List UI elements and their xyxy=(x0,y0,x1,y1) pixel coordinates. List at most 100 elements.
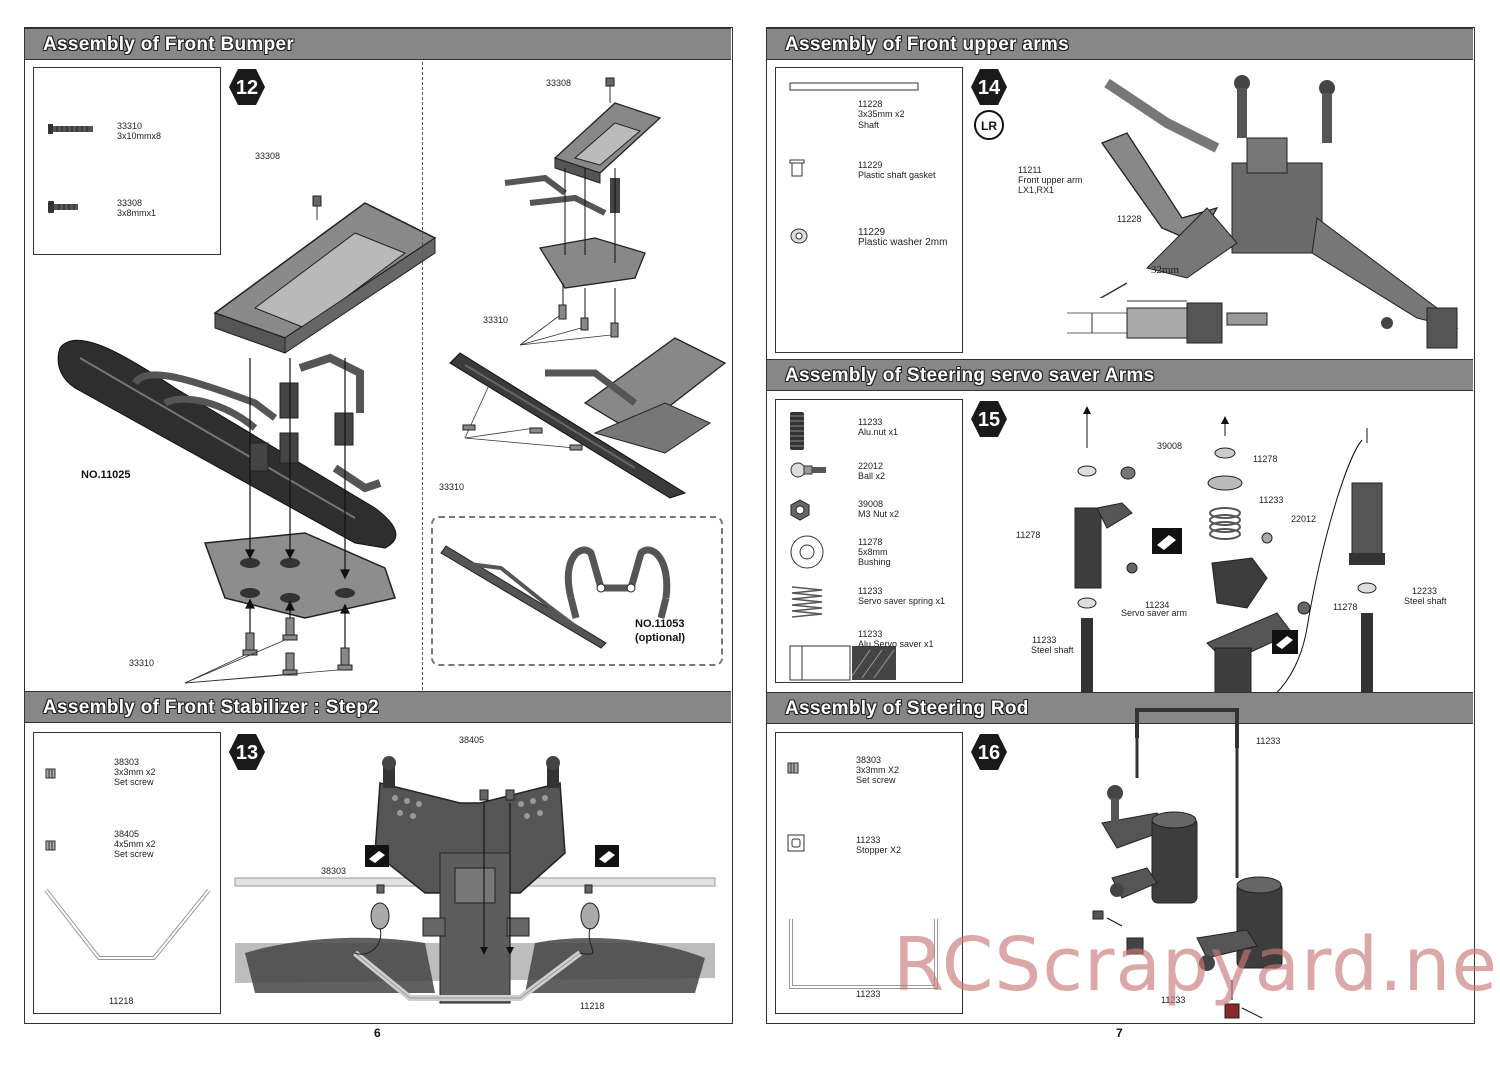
callout-label: 11211 xyxy=(1018,165,1042,175)
part-code: 33308 xyxy=(117,198,143,208)
part-code: 22012 xyxy=(858,461,884,471)
servo-saver-diagram xyxy=(1074,406,1385,711)
shaft-icon xyxy=(789,82,919,91)
divider xyxy=(422,62,423,690)
step-badge-icon: 14 xyxy=(971,69,1007,105)
part-name: M3 Nut x2 xyxy=(858,509,900,519)
part-code: 11218 xyxy=(109,996,134,1006)
manual-page-right: Assembly of Front upper arms 11228 3x35m… xyxy=(766,27,1475,1024)
callout-label: 11233 xyxy=(1259,495,1284,505)
model-number: NO.11025 xyxy=(81,469,131,481)
step-number: 13 xyxy=(236,742,258,764)
section-title-front-bumper: Assembly of Front Bumper xyxy=(25,28,731,60)
section-title-front-stabilizer: Assembly of Front Stabilizer : Step2 xyxy=(25,691,731,723)
part-name: Ball x2 xyxy=(858,471,886,481)
step-badge-icon: 12 xyxy=(229,69,265,105)
screw-3x8-icon xyxy=(48,201,78,213)
set-screw-icon xyxy=(45,840,56,851)
callout-label: 38405 xyxy=(459,735,485,745)
part-name: Set screw xyxy=(856,775,896,785)
left-right-badge-icon: LR xyxy=(974,110,1004,140)
callout-label: 33310 xyxy=(483,315,509,325)
callout-label: 33310 xyxy=(129,658,155,668)
part-code: 11278 xyxy=(858,537,883,547)
bumper-exploded-diagram xyxy=(449,77,727,499)
part-code: 11229 xyxy=(858,227,886,238)
callout-label: 11228 xyxy=(1117,214,1142,224)
callout-label: 11278 xyxy=(1333,602,1358,612)
parts-box-servo-saver: 11233 Alu.nut x1 22012 Ball x2 39008 M3 … xyxy=(775,399,963,683)
bushing-icon xyxy=(790,535,824,569)
alu-nut-icon xyxy=(790,412,804,450)
callout-label: 11234 xyxy=(1145,600,1170,610)
part-name: Alu.nut x1 xyxy=(858,427,899,437)
part-spec: 3x3mm x2 xyxy=(114,767,156,777)
part-code: 11233 xyxy=(856,835,881,845)
steering-rod-diagram xyxy=(1092,708,1283,1019)
parts-box-steering-rod: 38303 3x3mm X2 Set screw 11233 Stopper X… xyxy=(775,732,963,1014)
manual-page-left: Assembly of Front Bumper 33310 3x10mmx8 … xyxy=(24,27,733,1024)
section-title-servo-saver: Assembly of Steering servo saver Arms xyxy=(767,359,1473,391)
callout-label: Front upper arm xyxy=(1018,175,1083,185)
part-code: 38405 xyxy=(114,829,140,839)
part-code: 11233 xyxy=(856,989,881,999)
steering-rod-icon xyxy=(789,919,938,989)
callout-label: 33308 xyxy=(546,78,572,88)
front-upper-arm-diagram xyxy=(1067,75,1459,358)
spring-icon xyxy=(791,586,823,618)
step-badge-icon: 15 xyxy=(971,401,1007,437)
step-badge-icon: 13 xyxy=(229,734,265,770)
part-name: Plastic shaft gasket xyxy=(858,170,936,180)
part-name: Set screw xyxy=(114,849,154,859)
part-code: 11233 xyxy=(858,417,883,427)
part-name: Servo saver spring x1 xyxy=(858,596,946,606)
alu-servo-saver-icon xyxy=(789,645,896,681)
part-code: 33310 xyxy=(117,121,143,131)
part-name: Alu.Servo saver x1 xyxy=(858,639,934,649)
part-code: 38303 xyxy=(856,755,882,765)
part-code: 38303 xyxy=(114,757,140,767)
set-screw-icon xyxy=(45,768,56,779)
part-spec: 5x8mm xyxy=(858,547,888,557)
washer-icon xyxy=(790,228,808,244)
step-number: 14 xyxy=(978,77,1001,99)
page-number-right: 7 xyxy=(1116,1026,1123,1040)
part-spec: 3x35mm x2 xyxy=(858,109,905,119)
part-code: 39008 xyxy=(858,499,884,509)
part-spec: 3x10mmx8 xyxy=(117,131,162,141)
part-name: Set screw xyxy=(114,777,154,787)
callout-label: 12233 xyxy=(1412,586,1438,596)
callout-label: 33308 xyxy=(255,151,281,161)
callout-label: Steel shaft xyxy=(1404,596,1447,606)
callout-label: Steel shaft xyxy=(1031,645,1074,655)
part-name: Stopper X2 xyxy=(856,845,902,855)
part-code: 11233 xyxy=(858,586,883,596)
callout-label: 11233 xyxy=(1161,995,1186,1005)
optional-label: (optional) xyxy=(635,632,686,644)
step-badge-icon: 16 xyxy=(971,734,1007,770)
callout-label: 22012 xyxy=(1291,514,1317,524)
step-number: 15 xyxy=(978,409,1000,431)
part-spec: 3x8mmx1 xyxy=(117,208,157,218)
callout-label: 11278 xyxy=(1016,530,1041,540)
part-name: Shaft xyxy=(858,120,880,130)
step-number: 16 xyxy=(978,742,1000,764)
set-screw-icon xyxy=(787,762,799,774)
front-bumper-diagram xyxy=(57,195,437,684)
callout-label: 11218 xyxy=(580,1001,605,1011)
parts-box-front-bumper: 33310 3x10mmx8 33308 3x8mmx1 xyxy=(33,67,221,255)
parts-box-front-stabilizer: 38303 3x3mm x2 Set screw 38405 4x5mm x2 … xyxy=(33,732,221,1014)
parts-box-front-upper-arms: 11228 3x35mm x2 Shaft 11229 Plastic shaf… xyxy=(775,67,963,353)
step-number: 12 xyxy=(236,77,258,99)
front-stabilizer-diagram xyxy=(234,756,716,1004)
ball-stud-icon xyxy=(790,462,826,478)
m3-nut-icon xyxy=(790,499,810,521)
page-number-left: 6 xyxy=(374,1026,381,1040)
part-code: 11233 xyxy=(858,629,883,639)
callout-label: Servo saver arm xyxy=(1121,608,1188,618)
part-name: Bushing xyxy=(858,557,891,567)
screw-3x10-icon xyxy=(48,124,93,134)
stopper-icon xyxy=(787,834,805,852)
part-name: Plastic washer 2mm xyxy=(858,237,948,248)
optional-model-number: NO.11053 xyxy=(635,618,685,630)
